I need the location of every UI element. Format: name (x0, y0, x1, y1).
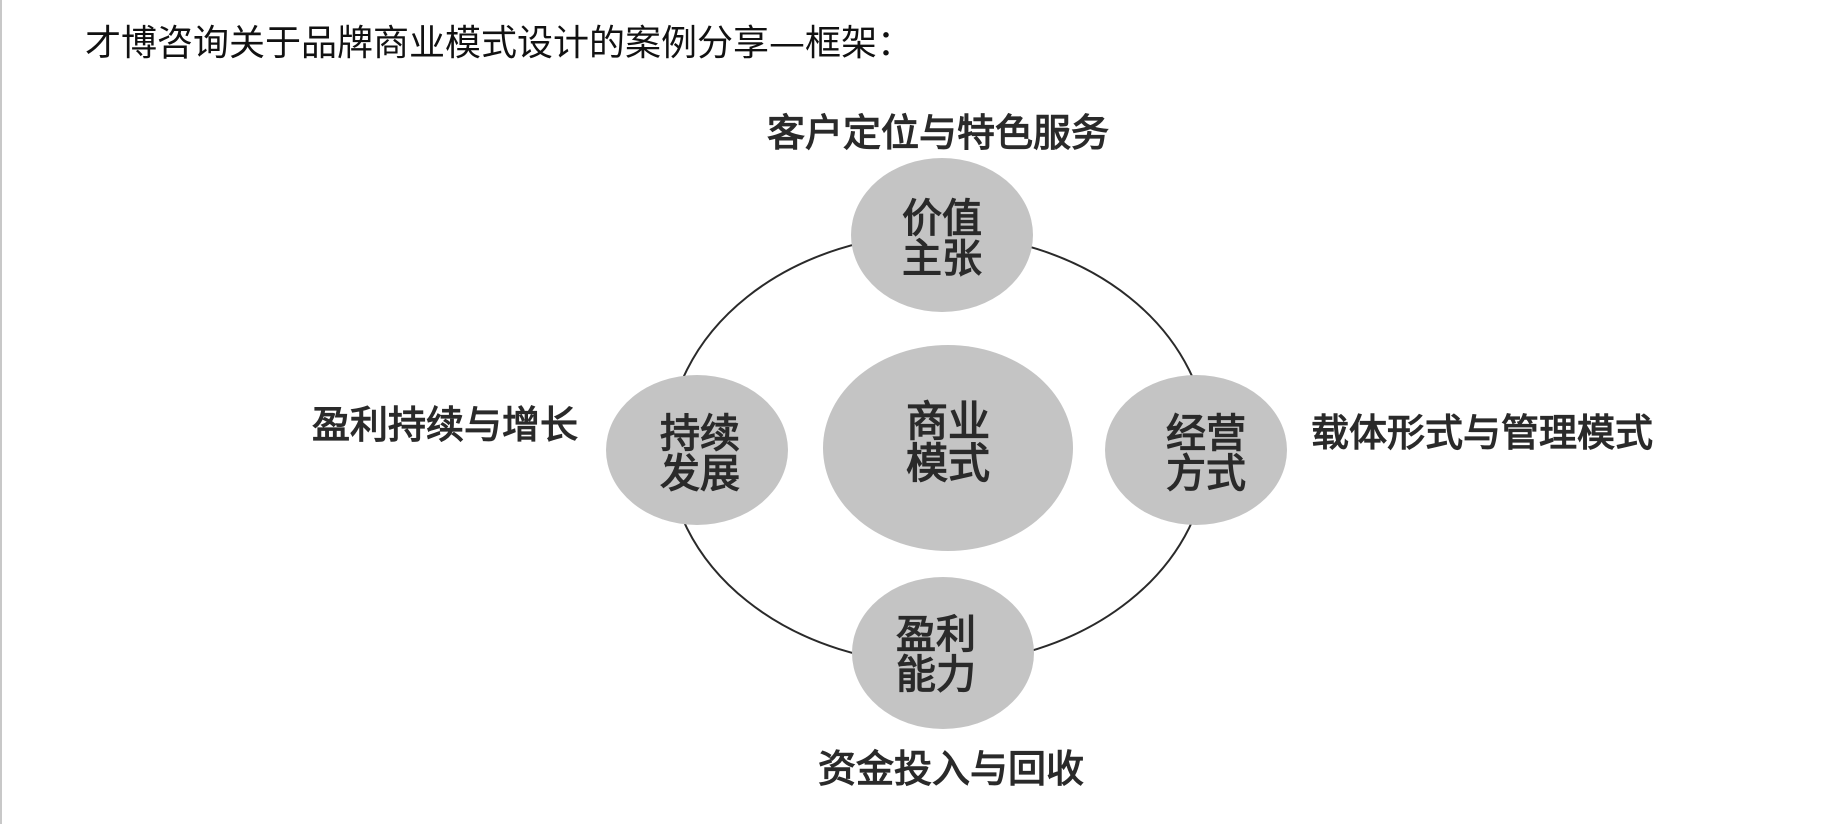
right-outer-label: 载体形式与管理模式 (1311, 411, 1653, 455)
left-border-line (0, 0, 2, 824)
bottom-node-line2: 能力 (896, 652, 976, 698)
top-node-line1: 价值 (902, 196, 982, 242)
bottom-node-line1: 盈利 (896, 612, 976, 658)
bottom-outer-label: 资金投入与回收 (818, 747, 1084, 791)
center-node-line2: 模式 (906, 439, 990, 488)
bottom-node-profitability: 盈利 能力 (852, 577, 1034, 729)
left-node-circle (606, 375, 788, 525)
center-node-line1: 商业 (906, 397, 990, 446)
top-node-circle (851, 158, 1033, 312)
left-node-sustainable-development: 持续 发展 (606, 375, 788, 525)
right-node-line1: 经营 (1166, 411, 1246, 457)
bottom-node-circle (852, 577, 1034, 729)
left-node-line1: 持续 (660, 411, 740, 457)
right-node-operation-mode: 经营 方式 (1105, 375, 1287, 525)
top-node-value-proposition: 价值 主张 (851, 158, 1033, 312)
center-node-circle (823, 345, 1073, 551)
left-outer-label: 盈利持续与增长 (312, 403, 578, 447)
right-node-line2: 方式 (1166, 451, 1246, 497)
top-node-line2: 主张 (902, 236, 982, 282)
page-title: 才博咨询关于品牌商业模式设计的案例分享—框架： (85, 23, 914, 64)
top-outer-label: 客户定位与特色服务 (767, 111, 1109, 155)
center-node: 商业 模式 (823, 345, 1073, 551)
left-node-line2: 发展 (660, 451, 740, 497)
right-node-circle (1105, 375, 1287, 525)
